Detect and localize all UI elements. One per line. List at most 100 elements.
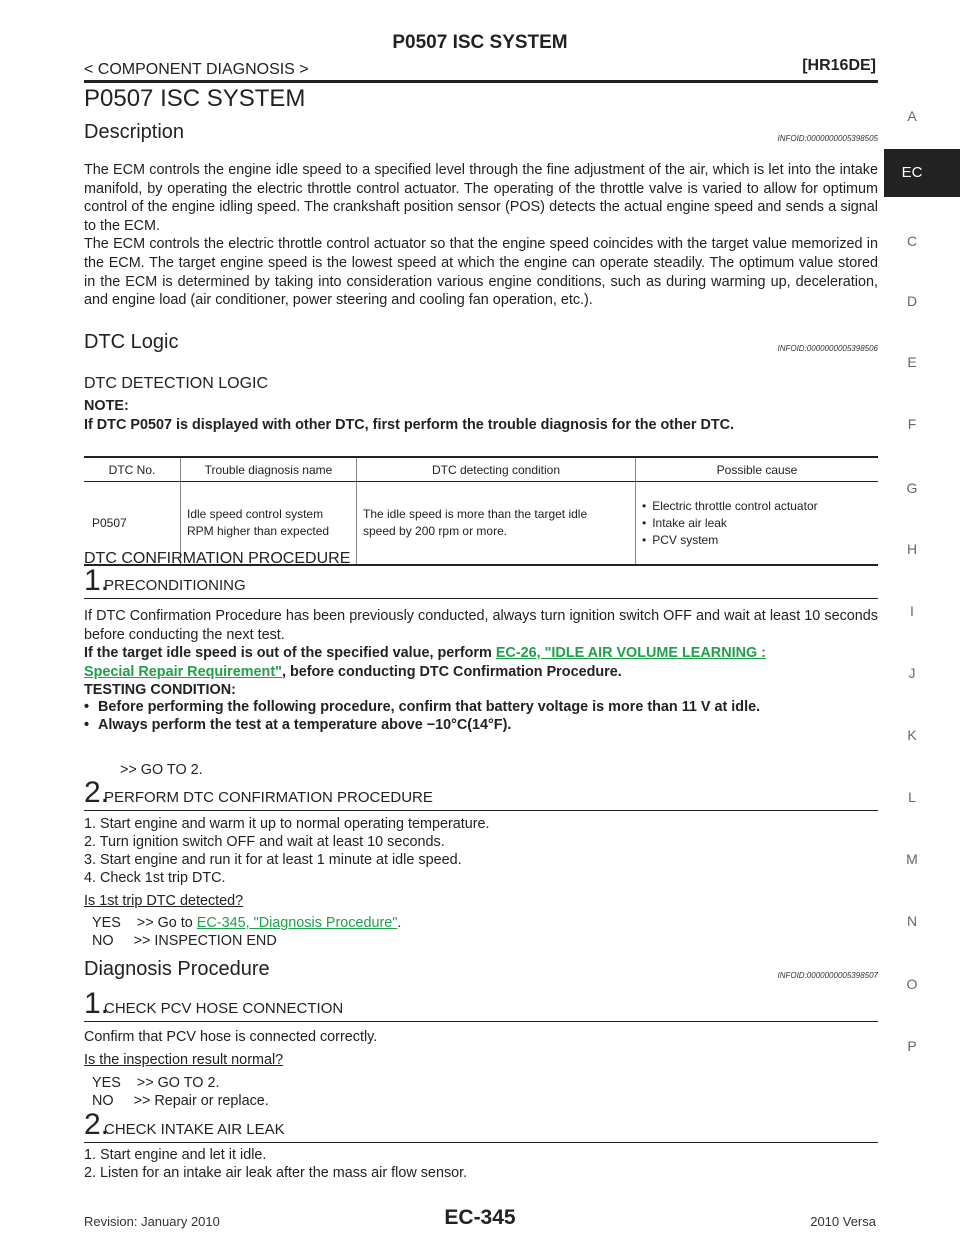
question: Is 1st trip DTC detected?	[84, 892, 878, 911]
table-header-row: DTC No. Trouble diagnosis name DTC detec…	[84, 456, 878, 482]
section-index: A EC C D E F G H I J K L M N O P	[884, 100, 960, 1054]
list-item: • Always perform the test at a temperatur…	[84, 717, 878, 733]
dtc-detection-heading: DTC DETECTION LOGIC	[84, 375, 269, 392]
step-label: PRECONDITIONING	[104, 577, 246, 594]
list-item: • Before performing the following procedu…	[84, 699, 878, 715]
diagnosis-name-line: Idle speed control system	[187, 507, 324, 521]
header-rule	[84, 80, 878, 83]
index-letter[interactable]: D	[906, 293, 918, 309]
step-label: CHECK PCV HOSE CONNECTION	[104, 1000, 344, 1017]
table-header: DTC No.	[84, 456, 181, 482]
table-header: Trouble diagnosis name	[180, 456, 357, 482]
instruction-text: If the target idle speed is out of the s…	[84, 645, 496, 661]
question-text: Is the inspection result normal?	[84, 1052, 284, 1068]
index-letter[interactable]: M	[906, 851, 918, 867]
description-paragraph-1: The ECM controls the engine idle speed t…	[84, 162, 878, 234]
step-number: 1.	[84, 564, 110, 597]
index-letter[interactable]: C	[906, 233, 918, 249]
description-paragraph-2: The ECM controls the electric throttle c…	[84, 236, 878, 309]
list-item: 1. Start engine and let it idle.	[84, 1147, 267, 1163]
testing-condition-label: TESTING CONDITION:	[84, 682, 236, 698]
list-item: 2. Turn ignition switch OFF and wait at …	[84, 834, 445, 850]
table-header: DTC detecting condition	[356, 456, 636, 482]
index-letter[interactable]: F	[907, 416, 917, 432]
condition-line: The idle speed is more than the target i…	[363, 507, 588, 521]
answer-text: .	[397, 915, 402, 931]
description-body: The ECM controls the engine idle speed t…	[84, 161, 878, 310]
list-item: PCV system	[642, 532, 872, 549]
step-number: 2.	[84, 1108, 110, 1141]
question-text: Is 1st trip DTC detected?	[84, 893, 244, 909]
question: Is the inspection result normal?	[84, 1051, 878, 1070]
index-letter[interactable]: N	[906, 913, 918, 929]
page-number: EC-345	[444, 1206, 516, 1229]
list-item: 1. Start engine and warm it up to normal…	[84, 816, 490, 832]
revision-date: Revision: January 2010	[84, 1214, 220, 1229]
step-header: 2. CHECK INTAKE AIR LEAK	[84, 1108, 878, 1143]
no-answer: NO >> INSPECTION END	[92, 933, 277, 949]
note-block: NOTE: If DTC P0507 is displayed with oth…	[84, 397, 878, 434]
page-title: P0507 ISC SYSTEM	[84, 85, 306, 112]
step-label: PERFORM DTC CONFIRMATION PROCEDURE	[104, 789, 433, 806]
possible-cause-cell: Electric throttle control actuator Intak…	[635, 481, 878, 566]
no-answer: NO >> Repair or replace.	[92, 1093, 269, 1109]
goto-step: >> GO TO 2.	[120, 762, 203, 778]
detecting-condition-cell: The idle speed is more than the target i…	[356, 481, 636, 566]
description-infoid: INFOID:0000000005398505	[777, 134, 878, 143]
note-label: NOTE:	[84, 398, 129, 414]
index-letter[interactable]: E	[907, 354, 917, 370]
diagnosis-name-line: RPM higher than expected	[187, 524, 330, 538]
step-header: 2. PERFORM DTC CONFIRMATION PROCEDURE	[84, 776, 878, 811]
step-number: 2.	[84, 776, 110, 809]
list-item: 3. Start engine and run it for at least …	[84, 852, 462, 868]
model-year: 2010 Versa	[810, 1214, 876, 1229]
breadcrumb: < COMPONENT DIAGNOSIS >	[84, 61, 309, 78]
list-item: Intake air leak	[642, 515, 872, 532]
diagnosis-name-cell: Idle speed control system RPM higher tha…	[180, 481, 357, 566]
instruction-text: Confirm that PCV hose is connected corre…	[84, 1029, 378, 1045]
step-header: 1. CHECK PCV HOSE CONNECTION	[84, 987, 878, 1022]
step-header: 1. PRECONDITIONING	[84, 564, 878, 599]
dtc-number-cell: P0507	[84, 481, 181, 566]
link-diagnosis-procedure[interactable]: EC-345, "Diagnosis Procedure"	[196, 915, 398, 931]
index-letter[interactable]: K	[907, 727, 917, 743]
answer-text: YES >> Go to	[92, 915, 197, 931]
running-title: P0507 ISC SYSTEM	[392, 32, 568, 53]
diagnosis-heading: Diagnosis Procedure	[84, 958, 270, 980]
diagnosis-infoid: INFOID:0000000005398507	[777, 971, 878, 980]
index-letter[interactable]: J	[908, 665, 916, 681]
index-letter[interactable]: A	[907, 108, 917, 124]
list-item: 4. Check 1st trip DTC.	[84, 870, 226, 886]
description-heading: Description	[84, 121, 185, 143]
dtc-logic-heading: DTC Logic	[84, 331, 179, 353]
engine-code: [HR16DE]	[802, 57, 876, 74]
step-label: CHECK INTAKE AIR LEAK	[104, 1121, 285, 1138]
learning-instruction: If the target idle speed is out of the s…	[84, 644, 878, 681]
index-letter[interactable]: I	[910, 603, 914, 619]
index-active-tab[interactable]: EC	[884, 149, 960, 197]
bullet-icon: •	[84, 717, 90, 733]
bullet-icon: •	[84, 699, 90, 715]
yes-answer: YES >> GO TO 2.	[92, 1075, 220, 1091]
yes-answer: YES >> Go to EC-345, "Diagnosis Procedur…	[92, 914, 401, 933]
list-item: Electric throttle control actuator	[642, 498, 872, 515]
index-letter[interactable]: P	[907, 1038, 917, 1054]
link-special-repair-requirement[interactable]: Special Repair Requirement"	[84, 663, 282, 680]
bullet-text: Always perform the test at a temperature…	[98, 717, 512, 733]
link-idle-air-volume-learning[interactable]: EC-26, "IDLE AIR VOLUME LEARNING :	[495, 645, 766, 661]
step-number: 1.	[84, 987, 110, 1020]
note-text: If DTC P0507 is displayed with other DTC…	[84, 416, 735, 433]
dtc-confirmation-heading: DTC CONFIRMATION PROCEDURE	[84, 550, 351, 567]
possible-cause-list: Electric throttle control actuator Intak…	[642, 498, 872, 549]
index-letter[interactable]: L	[908, 789, 916, 805]
index-letter[interactable]: H	[906, 541, 918, 557]
condition-line: speed by 200 rpm or more.	[363, 524, 508, 538]
list-item: 2. Listen for an intake air leak after t…	[84, 1165, 468, 1181]
bullet-text: Before performing the following procedur…	[98, 699, 761, 715]
dtc-logic-infoid: INFOID:0000000005398506	[777, 344, 878, 353]
index-letter[interactable]: G	[906, 480, 918, 496]
index-letter[interactable]: O	[906, 976, 918, 992]
table-row: P0507 Idle speed control system RPM high…	[84, 481, 878, 566]
instruction-text: , before conducting DTC Confirmation Pro…	[281, 663, 622, 680]
precondition-text: If DTC Confirmation Procedure has been p…	[84, 608, 878, 643]
